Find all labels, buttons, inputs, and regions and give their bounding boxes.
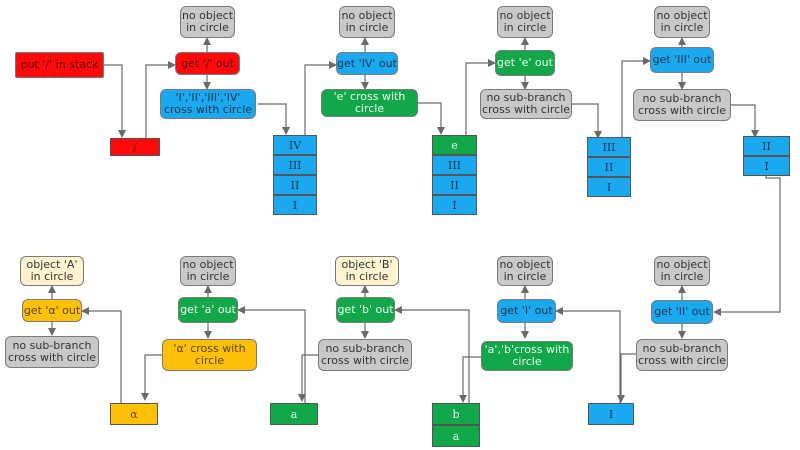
stack-cell: e [432, 135, 477, 155]
node-no-object-6: no object in circle [497, 256, 553, 286]
stack-cell: I [432, 195, 477, 215]
stack-I: I [588, 403, 634, 425]
node-no-object-2: no object in circle [339, 6, 395, 38]
node-no-object-5: no object in circle [180, 256, 236, 286]
node-get-III-out: get 'III' out [650, 47, 714, 73]
stack-cell: III [273, 155, 317, 175]
node-no-subbranch-4: no sub-branch cross with circle [318, 339, 412, 371]
node-no-object-1: no object in circle [180, 6, 235, 38]
stack-cell: II [273, 175, 317, 195]
stack-cell: II [587, 157, 631, 177]
stack-cell: II [432, 175, 477, 195]
node-no-subbranch-3: no sub-branch cross with circle [5, 336, 99, 368]
stack-cell: b [432, 403, 480, 425]
stack-a: a [270, 403, 318, 425]
node-get-a-out: get 'a' out [178, 297, 238, 323]
stack-slash: / [110, 138, 160, 156]
stack-cell: IV [273, 135, 317, 155]
node-get-alpha-out: get 'α' out [22, 299, 82, 322]
node-ab-cross-circle: 'a','b'cross with circle [481, 341, 573, 371]
node-cross-circle-roman: 'I','II','III','IV' cross with circle [160, 89, 256, 119]
node-no-subbranch-1: no sub-branch cross with circle [480, 89, 572, 119]
node-object-B: object 'B' in circle [335, 256, 399, 286]
node-get-b-out: get 'b' out [336, 297, 395, 323]
node-no-object-7: no object in circle [654, 256, 710, 286]
stack-cell: I [743, 156, 790, 176]
node-no-subbranch-5: no sub-branch cross with circle [636, 339, 728, 371]
stack-cell: I [587, 177, 631, 197]
node-object-A: object 'A' in circle [20, 256, 84, 286]
stack-alpha: α [110, 403, 158, 425]
node-no-object-3: no object in circle [497, 6, 553, 38]
node-get-I-out: get 'I' out [497, 299, 556, 323]
node-put-in-stack: put '/' in stack [15, 52, 104, 78]
node-e-cross-circle: 'e' cross with circle [321, 89, 418, 117]
stack-cell: a [432, 425, 480, 447]
node-alpha-cross-circle: 'α' cross with circle [162, 339, 257, 371]
stack-cell: II [743, 136, 790, 156]
node-get-IV-out: get 'IV' out [336, 52, 398, 75]
node-get-slash-out: get '/' out [175, 52, 240, 75]
stack-cell: III [432, 155, 477, 175]
stack-cell: III [587, 137, 631, 157]
node-get-e-out: get 'e' out [495, 50, 555, 76]
node-get-II-out: get 'II' out [651, 300, 713, 324]
node-no-subbranch-2: no sub-branch cross with circle [633, 89, 731, 121]
node-no-object-4: no object in circle [654, 6, 710, 38]
stack-cell: I [273, 195, 317, 215]
